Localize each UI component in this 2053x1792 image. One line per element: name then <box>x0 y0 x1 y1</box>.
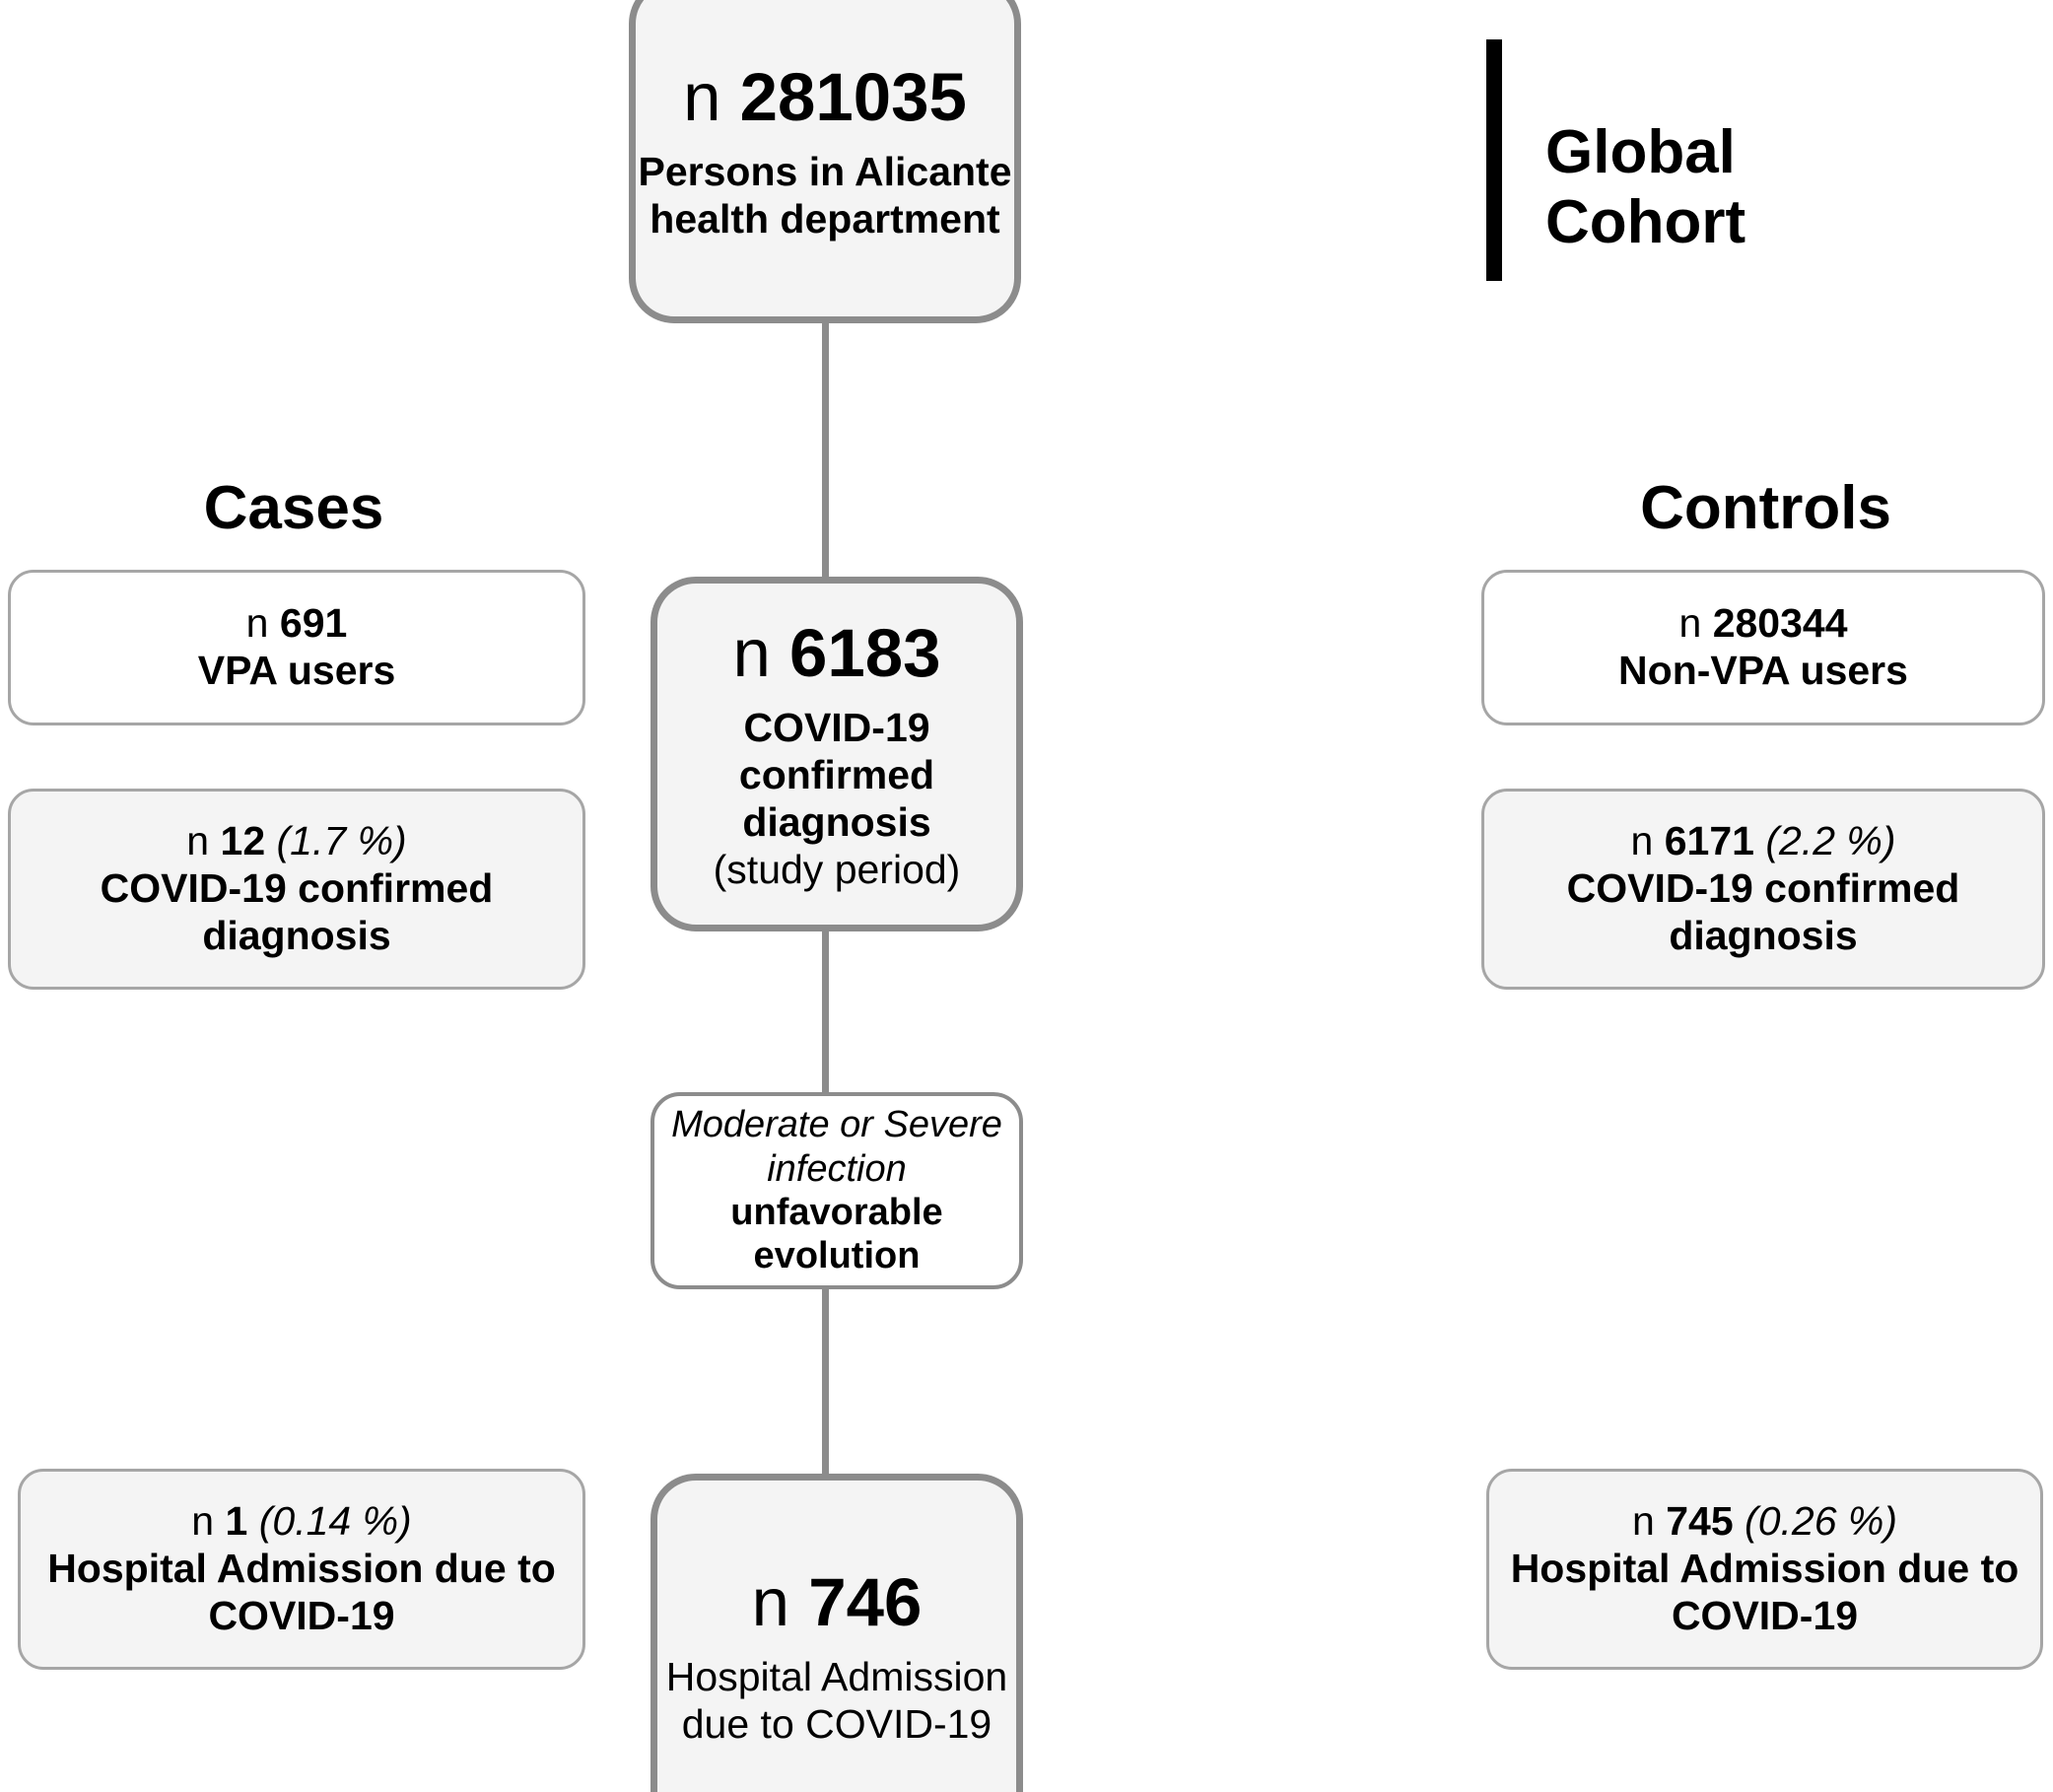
box-covid-confirmed-total: n 6183 COVID-19 confirmed diagnosis (stu… <box>650 577 1023 931</box>
n-prefix: n <box>1630 818 1654 864</box>
controls-admission-description: Hospital Admission due to COVID-19 <box>1510 1546 2019 1638</box>
n-prefix: n <box>1678 600 1702 647</box>
box-global-cohort-total: n 281035 Persons in Alicante health depa… <box>629 0 1021 323</box>
n-value: 746 <box>808 1563 923 1640</box>
covid-confirmed-note: (study period) <box>713 847 961 893</box>
cases-admission-count-line: n 1 (0.14 %) <box>191 1498 411 1546</box>
global-cohort-description: Persons in Alicante health department <box>638 149 1012 242</box>
n-percent: (0.14 %) <box>258 1498 412 1545</box>
cases-covid-description: COVID-19 confirmed diagnosis <box>100 865 494 958</box>
n-value: 691 <box>279 600 348 647</box>
global-cohort-count-line: n 281035 <box>683 58 967 138</box>
connector-top-to-middle <box>822 316 829 583</box>
connector-criteria-to-bottom <box>822 1283 829 1481</box>
n-prefix: n <box>732 614 771 691</box>
covid-confirmed-count-line: n 6183 <box>732 614 940 694</box>
cases-column-heading: Cases <box>203 474 384 542</box>
n-percent: (0.26 %) <box>1745 1498 1897 1545</box>
cases-covid-count-line: n 12 (1.7 %) <box>186 818 406 865</box>
cases-admission-description: Hospital Admission due to COVID-19 <box>47 1546 556 1638</box>
controls-covid-count-line: n 6171 (2.2 %) <box>1631 818 1896 865</box>
covid-confirmed-description: COVID-19 confirmed diagnosis <box>738 705 935 846</box>
controls-column-heading: Controls <box>1640 474 1891 542</box>
cases-vpa-description: VPA users <box>197 648 396 693</box>
controls-nonvpa-description: Non-VPA users <box>1618 648 1908 693</box>
criteria-bold-text: unfavorable evolution <box>730 1192 943 1277</box>
n-percent: (2.2 %) <box>1765 818 1896 864</box>
connector-middle-to-criteria <box>822 925 829 1098</box>
n-percent: (1.7 %) <box>276 818 407 864</box>
box-controls-nonvpa-users: n 280344 Non-VPA users <box>1481 570 2045 725</box>
hospital-admission-count-line: n 746 <box>752 1563 923 1643</box>
controls-admission-count-line: n 745 (0.26 %) <box>1632 1498 1897 1546</box>
cases-vpa-count-line: n 691 <box>246 600 348 648</box>
n-value: 12 <box>220 818 266 864</box>
n-value: 745 <box>1666 1498 1734 1545</box>
controls-covid-description: COVID-19 confirmed diagnosis <box>1566 865 1960 958</box>
n-value: 281035 <box>739 58 967 135</box>
criteria-italic-text: Moderate or Severe infection <box>671 1104 1002 1190</box>
n-prefix: n <box>683 58 721 135</box>
global-cohort-label: Global Cohort <box>1545 118 1746 256</box>
box-controls-covid-confirmed: n 6171 (2.2 %) COVID-19 confirmed diagno… <box>1481 789 2045 990</box>
box-hospital-admission-total: n 746 Hospital Admission due to COVID-19 <box>650 1474 1023 1792</box>
n-value: 1 <box>225 1498 248 1545</box>
box-controls-hospital-admission: n 745 (0.26 %) Hospital Admission due to… <box>1486 1469 2043 1670</box>
n-prefix: n <box>245 600 269 647</box>
box-cases-vpa-users: n 691 VPA users <box>8 570 585 725</box>
vertical-rule-icon <box>1486 39 1502 281</box>
hospital-admission-description: Hospital Admission due to COVID-19 <box>665 1654 1008 1748</box>
n-value: 6171 <box>1664 818 1754 864</box>
box-severity-criteria: Moderate or Severe infection unfavorable… <box>650 1092 1023 1289</box>
controls-nonvpa-count-line: n 280344 <box>1678 600 1847 648</box>
n-prefix: n <box>1632 1498 1655 1545</box>
n-prefix: n <box>191 1498 215 1545</box>
box-cases-hospital-admission: n 1 (0.14 %) Hospital Admission due to C… <box>18 1469 585 1670</box>
n-prefix: n <box>751 1563 790 1640</box>
n-prefix: n <box>186 818 210 864</box>
n-value: 6183 <box>789 614 941 691</box>
box-cases-covid-confirmed: n 12 (1.7 %) COVID-19 confirmed diagnosi… <box>8 789 585 990</box>
n-value: 280344 <box>1712 600 1848 647</box>
